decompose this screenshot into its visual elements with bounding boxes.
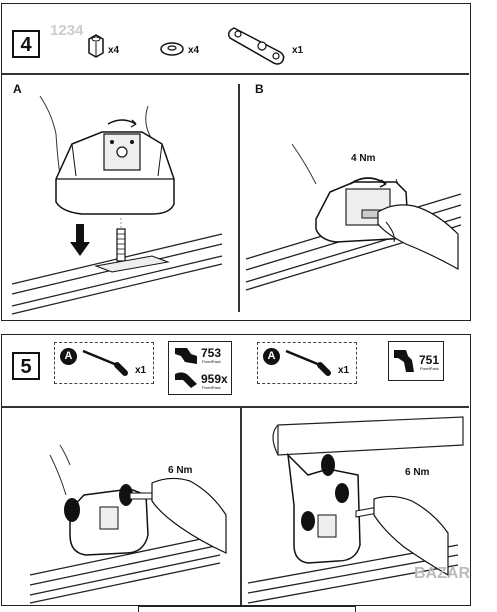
divider	[2, 406, 469, 408]
tool-badge-right: A	[263, 348, 280, 365]
sub-label-b: B	[255, 82, 264, 96]
fitpack-label: FixedPack	[420, 366, 439, 371]
divider	[238, 84, 240, 312]
fitpack-label: FixedPack	[202, 359, 221, 364]
torque-label-left: 6 Nm	[168, 465, 193, 476]
allen-key-icon	[285, 349, 331, 376]
code-751: 751	[419, 353, 440, 367]
nut-qty: x4	[108, 45, 120, 56]
profile-icon	[394, 350, 414, 372]
watermark-top: 1234	[50, 22, 84, 39]
next-panel-edge	[138, 606, 356, 612]
illustration-right-tighten	[247, 416, 464, 604]
divider	[240, 407, 242, 605]
profile-icon	[175, 348, 197, 364]
divider	[2, 73, 469, 75]
wrench-qty: x1	[292, 45, 304, 56]
torque-label-b: 4 Nm	[351, 153, 376, 164]
fitpack-box-left: 753 FixedPack 959x FixedPack	[168, 341, 232, 395]
illustration-b-tighten	[245, 143, 462, 291]
code-753: 753	[201, 346, 222, 360]
profile-icon	[175, 372, 197, 388]
step-4-panel: 4 1234 x4 x4 x1 A B	[1, 3, 471, 321]
tool-badge-left: A	[60, 348, 77, 365]
washer-icon	[160, 42, 184, 56]
step-5-number: 5	[12, 352, 40, 380]
illustration-left-tighten	[29, 444, 227, 604]
sub-label-a: A	[13, 82, 22, 96]
tool-box-left: A x1	[54, 342, 154, 384]
code-959x: 959x	[201, 372, 228, 386]
tool-box-right: A x1	[257, 342, 357, 384]
hex-nut-icon	[88, 34, 104, 58]
step-5-panel: 5 A x1 753 FixedPack 959x FixedPack A x1	[1, 334, 471, 606]
fitpack-box-right: 751 FixedPack	[388, 341, 444, 381]
illustration-a-foot-bolt	[11, 95, 223, 315]
tool-qty-left: x1	[135, 365, 147, 376]
fitpack-label: FixedPack	[202, 385, 221, 390]
step-4-number: 4	[12, 30, 40, 58]
torque-label-right: 6 Nm	[405, 467, 430, 478]
flat-wrench-tool-icon	[227, 27, 285, 65]
washer-qty: x4	[188, 45, 200, 56]
allen-key-icon	[82, 349, 128, 376]
tool-qty-right: x1	[338, 365, 350, 376]
watermark-bottom: BAZAR	[414, 565, 470, 582]
